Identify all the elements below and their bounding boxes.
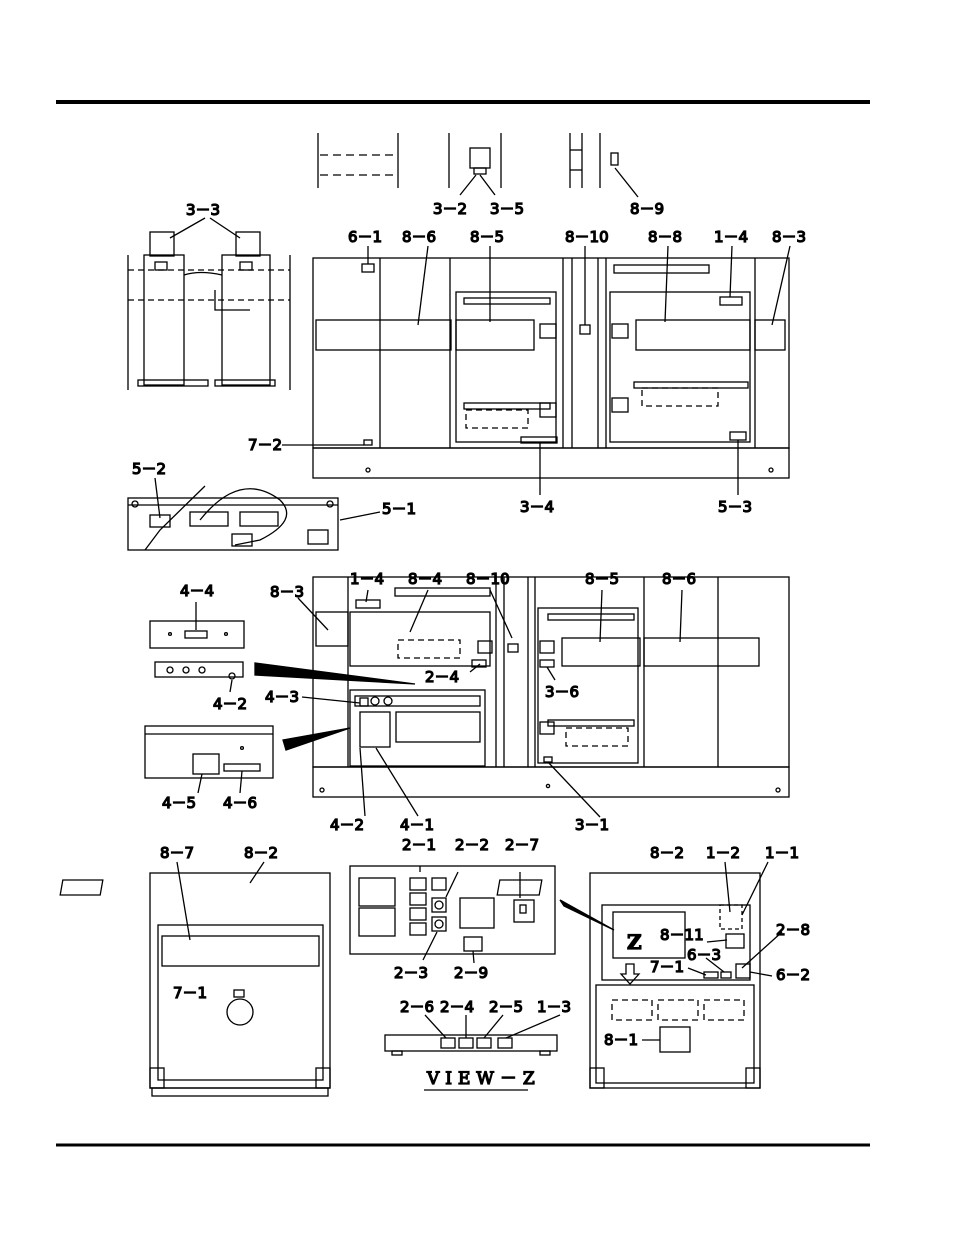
label-8-3-rear: 8－3 xyxy=(270,583,304,601)
side-elevation-view xyxy=(128,218,290,390)
label-7-1-open: 7－1 xyxy=(650,958,684,976)
label-2-9: 2－9 xyxy=(454,964,488,982)
label-2-1: 2－1 xyxy=(402,836,436,854)
label-6-1: 6－1 xyxy=(348,228,382,246)
label-7-1-end: 7－1 xyxy=(173,984,207,1002)
label-8-8: 8－8 xyxy=(648,228,682,246)
label-4-4: 4－4 xyxy=(180,582,214,600)
label-1-4-rear: 1－4 xyxy=(350,570,384,588)
label-8-4: 8－4 xyxy=(408,570,442,588)
label-3-6: 3－6 xyxy=(545,683,579,701)
label-4-1: 4－1 xyxy=(400,816,434,834)
label-2-4-viewz: 2－4 xyxy=(440,998,474,1016)
label-4-6: 4－6 xyxy=(223,794,257,812)
front-elevation-2 xyxy=(298,577,789,817)
label-1-3: 1－3 xyxy=(537,998,571,1016)
label-3-3: 3－3 xyxy=(186,201,220,219)
label-5-1: 5－1 xyxy=(382,500,416,518)
label-6-3: 6－3 xyxy=(687,946,721,964)
panel-detail-4-4 xyxy=(150,602,244,648)
top-detail-views xyxy=(318,133,638,197)
label-5-3: 5－3 xyxy=(718,498,752,516)
label-8-2-end: 8－2 xyxy=(244,844,278,862)
label-8-1: 8－1 xyxy=(604,1031,638,1049)
label-8-11: 8－11 xyxy=(660,926,704,944)
label-3-2-top: 3－2 xyxy=(433,200,467,218)
label-4-5: 4－5 xyxy=(162,794,196,812)
label-8-6-front1: 8－6 xyxy=(402,228,436,246)
label-1-2: 1－2 xyxy=(706,844,740,862)
label-6-2: 6－2 xyxy=(776,966,810,984)
label-2-2: 2－2 xyxy=(455,836,489,854)
label-8-5-rear: 8－5 xyxy=(585,570,619,588)
label-2-6: 2－6 xyxy=(400,998,434,1016)
label-8-10-rear: 8－10 xyxy=(466,570,510,588)
label-7-2: 7－2 xyxy=(248,436,282,454)
label-2-4-rear: 2－4 xyxy=(425,668,459,686)
connector-detail xyxy=(128,478,380,550)
label-8-5-front1: 8－5 xyxy=(470,228,504,246)
end-view xyxy=(60,862,330,1096)
label-8-7: 8－7 xyxy=(160,844,194,862)
panel-detail-4-2 xyxy=(155,662,243,692)
label-3-5-top: 3－5 xyxy=(490,200,524,218)
label-4-3: 4－3 xyxy=(265,688,299,706)
label-1-1: 1－1 xyxy=(765,844,799,862)
label-2-8: 2－8 xyxy=(776,921,810,939)
view-z-title: VIEW－Z xyxy=(426,1069,541,1089)
label-2-7: 2－7 xyxy=(505,836,539,854)
label-5-2: 5－2 xyxy=(132,460,166,478)
label-1-4-front1: 1－4 xyxy=(714,228,748,246)
label-4-2-bottom: 4－2 xyxy=(330,816,364,834)
label-8-10-front1: 8－10 xyxy=(565,228,609,246)
label-8-6-rear: 8－6 xyxy=(662,570,696,588)
label-z-letter: Z xyxy=(627,930,642,954)
label-2-3: 2－3 xyxy=(394,964,428,982)
label-3-1: 3－1 xyxy=(575,816,609,834)
label-3-4: 3－4 xyxy=(520,498,554,516)
label-8-3-front1: 8－3 xyxy=(772,228,806,246)
label-4-2-panel: 4－2 xyxy=(213,695,247,713)
label-8-9: 8－9 xyxy=(630,200,664,218)
callout-wedge-lower xyxy=(283,728,350,750)
front-elevation-1 xyxy=(282,246,790,495)
label-8-2-open: 8－2 xyxy=(650,844,684,862)
cover-detail xyxy=(145,726,273,793)
label-2-5: 2－5 xyxy=(489,998,523,1016)
